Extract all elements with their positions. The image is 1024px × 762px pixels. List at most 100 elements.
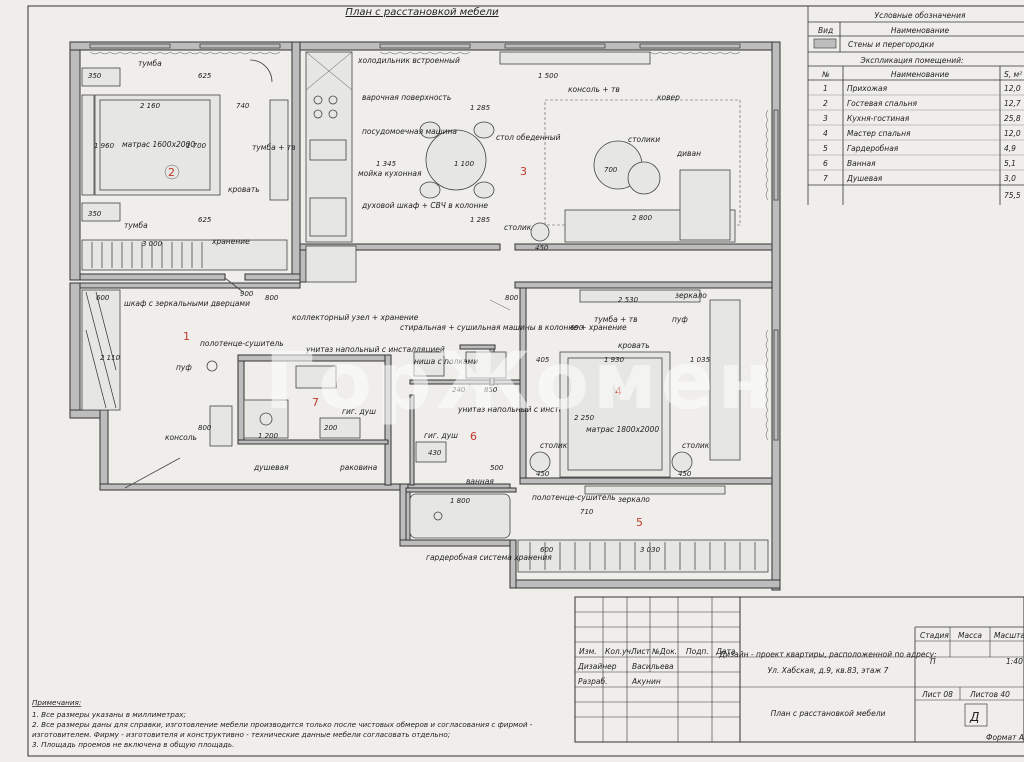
explication-rows-6-num: 7 (823, 174, 828, 183)
labels-pouf: пуф (672, 315, 688, 324)
stamp-format: Формат А3 (986, 733, 1024, 742)
labels-shower-h: гиг. душ (424, 431, 458, 440)
stamp-h-stage: Стадия (920, 631, 949, 640)
explication-rows-0-area: 12,0 (1004, 84, 1021, 93)
rooms-0: 1 (183, 330, 190, 343)
explication-col-num: № (821, 70, 830, 79)
explication-title: Экспликация помещений: (859, 56, 963, 65)
watermark: ГорЖомен (265, 337, 776, 427)
dims-d1700: 1 700 (186, 142, 207, 150)
rooms-3: 4 (615, 385, 622, 398)
stamp-drafter-role: Разраб. (578, 677, 607, 686)
dims-d1285: 1 285 (470, 216, 491, 224)
studio-logo-icon (964, 703, 988, 727)
labels-tumba: тумба (138, 59, 162, 68)
legend-walls: Стены и перегородки (848, 40, 934, 49)
explication-rows-1-name: Гостевая спальня (847, 99, 918, 108)
stamp-h-kol: Кол.уч. (605, 647, 633, 656)
labels-toilet: унитаз напольный с инсталляцией (457, 405, 597, 414)
labels-collector: коллекторный узел + хранение (292, 313, 419, 322)
rooms-2: 3 (520, 165, 527, 178)
dims-d200: 200 (324, 424, 338, 432)
explication-rows-5-name: Ванная (847, 159, 876, 168)
notes-n2b: изготовителем. Фирму - изготовителя и ко… (32, 730, 450, 739)
labels-oven: духовой шкаф + СВЧ в колонне (361, 201, 488, 210)
explication-rows-1-num: 2 (823, 99, 828, 108)
labels-mattress-guest: матрас 1600х2000 (122, 140, 195, 149)
labels-dishwasher: посудомоечная машина (362, 127, 457, 136)
floor-plan: 2 тумба матрас 1600х2000 кровать тумба +… (69, 41, 781, 591)
stamp-h-scale: Масштаб (994, 631, 1024, 640)
sheet-title: План с расстановкой мебели (771, 709, 886, 718)
labels-sink: мойка кухонная (358, 169, 422, 178)
labels-mirror: зеркало (675, 291, 707, 300)
labels-sink-bath: раковина (339, 463, 378, 472)
dims-d1285: 1 285 (470, 104, 491, 112)
dims-d690: 690 (570, 324, 584, 332)
dims-d450: 450 (535, 244, 549, 252)
stamp-sheet-no: Лист 08 (921, 690, 953, 699)
labels-shower: душевая (253, 463, 289, 472)
labels-fridge: холодильник встроенный (357, 56, 460, 65)
labels-mattress-master: матрас 1800х2000 (586, 425, 659, 434)
rooms-6: 7 (312, 396, 319, 409)
labels-sidetable: столик (540, 441, 568, 450)
labels-bed: кровать (228, 185, 260, 194)
dims-d2250: 2 250 (574, 414, 595, 422)
rooms-4: 5 (636, 516, 643, 529)
explication-rows-3-name: Мастер спальня (847, 129, 911, 138)
dims-d1035: 1 035 (690, 356, 711, 364)
labels-tumba-tv: тумба + тв (594, 315, 638, 324)
explication-rows-3-num: 4 (823, 129, 828, 138)
dims-d3000: 3 000 (142, 240, 163, 248)
labels-dryer2: полотенце-сушитель (532, 493, 616, 502)
dims-d1960: 1 960 (94, 142, 115, 150)
labels-table: стол обеденный (496, 133, 561, 142)
legend-title: Условные обозначения (875, 11, 966, 20)
dims-d740: 740 (236, 102, 250, 110)
explication-total: 75,5 (1004, 191, 1021, 200)
title-block: Изм. Кол.уч. Лист №Док. Подп. Дата Дизай… (574, 596, 1024, 743)
dims-d900: 900 (240, 290, 254, 298)
explication-rows-1-area: 12,7 (1004, 99, 1021, 108)
explication-col-name: Наименование (891, 70, 950, 79)
labels-shower-h: гиг. душ (342, 407, 376, 416)
labels-coffee: столики (628, 135, 660, 144)
dims-d430: 430 (428, 449, 442, 457)
labels-washer: стиральная + сушильная машины в колонне … (400, 323, 627, 332)
dims-d1500: 1 500 (538, 72, 559, 80)
dims-d1200: 1 200 (258, 432, 279, 440)
labels-bath: ванная (466, 477, 494, 486)
labels-storage: хранение (211, 237, 250, 246)
explication-rows-6-area: 3,0 (1004, 174, 1016, 183)
dims-d450: 450 (678, 470, 692, 478)
dims-d1345: 1 345 (376, 160, 397, 168)
dims-d500: 500 (490, 464, 504, 472)
svg-text:Д: Д (969, 710, 979, 724)
stamp-designer-role: Дизайнер (577, 662, 617, 671)
dims-d240: 240 (452, 386, 466, 394)
dims-d600: 600 (540, 546, 554, 554)
dims-d600: 600 (96, 294, 110, 302)
dims-d1100: 1 100 (454, 160, 475, 168)
labels-sidetable: столик (682, 441, 710, 450)
dims-d700: 700 (604, 166, 618, 174)
labels-worktop: варочная поверхность (362, 93, 451, 102)
explication-rows-2-name: Кухня-гостиная (847, 114, 910, 123)
labels-tumba: тумба (124, 221, 148, 230)
notes: Примечания: 1. Все размеры указаны в мил… (32, 698, 533, 749)
legend-col-view: Вид (818, 26, 833, 35)
stamp-sheets-total: Листов 40 (969, 690, 1010, 699)
labels-sofa: диван (676, 149, 701, 158)
dims-d3030: 3 030 (640, 546, 661, 554)
stamp-h-mass: Масса (958, 631, 982, 640)
explication-rows-0-name: Прихожая (847, 84, 888, 93)
dims-d850: 850 (484, 386, 498, 394)
labels-niche: ниша с полками (414, 357, 478, 366)
explication-rows-2-num: 3 (823, 114, 828, 123)
stamp-scale: 1:40 (1006, 657, 1023, 666)
labels-wardrobe-sys: гардеробная система хранения (426, 553, 552, 562)
dims-d800: 800 (198, 424, 212, 432)
labels-dryer: полотенце-сушитель (200, 339, 284, 348)
labels-console-tv: консоль + тв (568, 85, 620, 94)
